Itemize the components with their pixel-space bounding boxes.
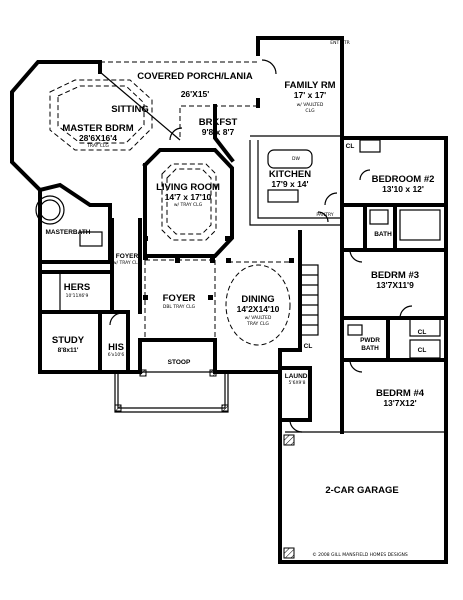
room-label-master-bdrm: MASTER BDRM 28'6X16'4 TRAY CLG bbox=[62, 123, 133, 149]
room-label-covered-porch: COVERED PORCH/LANIA 26'X15' bbox=[137, 71, 253, 99]
stair-treads bbox=[300, 274, 318, 326]
dining-name: DINING bbox=[241, 294, 274, 305]
ent-ctr-label: ENT CTR bbox=[330, 40, 349, 46]
dining-note2: TRAY CLG bbox=[246, 321, 269, 327]
master-bdrm-note: TRAY CLG bbox=[86, 143, 109, 149]
foyer-name: FOYER bbox=[163, 293, 196, 304]
bedroom2-dims: 13'10 x 12' bbox=[382, 184, 424, 194]
room-label-his: HIS 6'x10'6 bbox=[108, 342, 125, 358]
room-label-masterbath: MASTERBATH bbox=[45, 229, 90, 236]
room-label-dining: DINING 14'2X14'10 w/ VAULTED TRAY CLG bbox=[237, 294, 280, 327]
room-label-hers: HERS 10'11X6'9 bbox=[64, 282, 90, 299]
bedrm4-name: BEDRM #4 bbox=[376, 388, 425, 399]
bedrm4-dims: 13'7X12' bbox=[383, 398, 416, 408]
hers-name: HERS bbox=[64, 282, 90, 293]
living-room-dims: 14'7 x 17'10 bbox=[165, 192, 212, 202]
study-dims: 8'8x11' bbox=[58, 347, 79, 354]
closet-label-bedrm4: CL bbox=[418, 347, 427, 354]
bedrm3-dims: 13'7X11'9 bbox=[376, 280, 414, 290]
pantry-label: PANTRY bbox=[316, 212, 333, 218]
room-label-bedrm3: BEDRM #3 13'7X11'9 bbox=[371, 270, 419, 290]
bedroom2-name: BEDROOM #2 bbox=[372, 174, 435, 185]
dining-note1: w/ VAULTED bbox=[245, 315, 272, 321]
room-label-bedrm4: BEDRM #4 13'7X12' bbox=[376, 388, 425, 408]
family-rm-note1: w/ VAULTED bbox=[297, 102, 324, 108]
covered-porch-name: COVERED PORCH/LANIA bbox=[137, 71, 253, 82]
room-label-sitting: SITTING bbox=[111, 104, 148, 115]
hers-dims: 10'11X6'9 bbox=[66, 293, 89, 299]
family-rm-name: FAMILY RM bbox=[284, 80, 335, 91]
copyright-text: © 2008 GILL MANSFIELD HOMES DESIGNS bbox=[312, 551, 408, 558]
room-label-stoop: STOOP bbox=[168, 359, 191, 366]
family-rm-note2: CLG bbox=[305, 108, 315, 114]
living-room-name: LIVING ROOM bbox=[156, 182, 220, 193]
laund-dims: 5'6X9'8 bbox=[288, 380, 305, 386]
room-label-living-room: LIVING ROOM 14'7 x 17'10 w/ TRAY CLG bbox=[156, 182, 220, 208]
master-bdrm-dims: 28'6X16'4 bbox=[79, 133, 117, 143]
foyer-small-note: w/ TRAY CLG bbox=[113, 260, 142, 266]
family-rm-dims: 17' x 17' bbox=[294, 90, 326, 100]
study-name: STUDY bbox=[52, 335, 85, 346]
foyer-small-name: FOYER bbox=[116, 253, 139, 260]
pwdr-name: PWDR bbox=[360, 337, 380, 344]
foyer-note: DBL TRAY CLG bbox=[163, 304, 196, 310]
covered-porch-dims: 26'X15' bbox=[181, 89, 210, 99]
master-bdrm-name: MASTER BDRM bbox=[62, 123, 133, 134]
room-label-pwdr-bath: PWDR BATH bbox=[360, 337, 380, 352]
his-name: HIS bbox=[108, 342, 124, 353]
dining-dims: 14'2X14'10 bbox=[237, 304, 280, 314]
bedrm3-name: BEDRM #3 bbox=[371, 270, 419, 281]
room-label-foyer-small: FOYER w/ TRAY CLG bbox=[113, 253, 142, 266]
room-label-study: STUDY 8'8x11' bbox=[52, 335, 85, 354]
room-label-family-rm: FAMILY RM 17' x 17' w/ VAULTED CLG bbox=[284, 80, 335, 114]
interior-walls bbox=[35, 79, 448, 559]
kitchen-dims: 17'9 x 14' bbox=[271, 179, 308, 189]
kitchen-name: KITCHEN bbox=[269, 169, 311, 180]
laund-name: LAUND. bbox=[285, 373, 310, 380]
pwdr-name2: BATH bbox=[361, 345, 379, 352]
room-label-foyer: FOYER DBL TRAY CLG bbox=[163, 293, 196, 310]
room-label-bath: BATH bbox=[374, 231, 392, 238]
room-label-garage: 2-CAR GARAGE bbox=[325, 485, 398, 496]
dishwasher-label: DW bbox=[292, 156, 300, 162]
columns bbox=[143, 236, 294, 300]
closet-label-bedrm3: CL bbox=[418, 329, 427, 336]
room-label-brkfst: BRKFST 9'8 x 8'7 bbox=[199, 117, 238, 137]
closet-label-bedroom2: CL bbox=[346, 143, 355, 150]
door-swings bbox=[109, 59, 413, 433]
his-dims: 6'x10'6 bbox=[108, 352, 125, 358]
brkfst-dims: 9'8 x 8'7 bbox=[202, 127, 235, 137]
room-label-kitchen: KITCHEN 17'9 x 14' bbox=[269, 169, 311, 189]
brkfst-name: BRKFST bbox=[199, 117, 238, 128]
closet-label-stair: CL bbox=[304, 343, 313, 350]
room-label-laund: LAUND. 5'6X9'8 bbox=[285, 373, 310, 386]
room-label-bedroom2: BEDROOM #2 13'10 x 12' bbox=[372, 174, 435, 194]
living-room-note: w/ TRAY CLG bbox=[174, 202, 203, 208]
